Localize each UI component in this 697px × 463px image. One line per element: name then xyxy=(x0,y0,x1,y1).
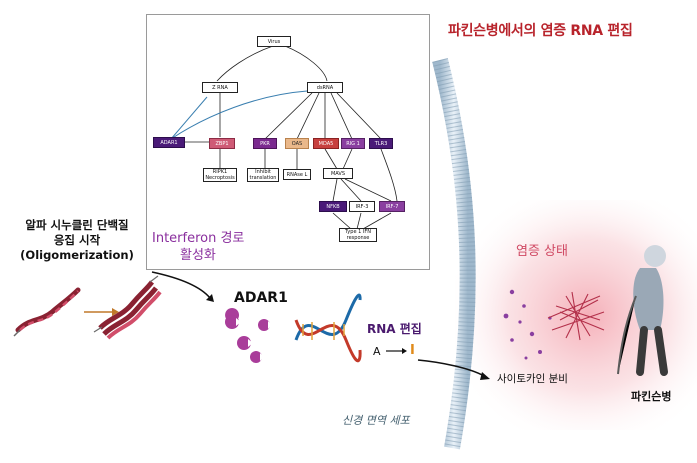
node-inhibit: Inhibit translation xyxy=(247,168,279,182)
node-pkr: PKR xyxy=(253,138,277,149)
adar1-enzyme-notches xyxy=(236,318,272,361)
node-nfkb: NFKB xyxy=(319,201,347,212)
interferon-label-line1: Interferon 경로 xyxy=(152,231,245,246)
node-virus: Virus xyxy=(257,36,291,47)
adar1-enzyme-icon xyxy=(225,308,270,363)
pathway-edges xyxy=(170,45,398,230)
alpha-synuclein-label: 알파 시누클린 단백질 응집 시작 (Oligomerization) xyxy=(2,218,152,263)
alpha-label-line1: 알파 시누클린 단백질 xyxy=(25,218,129,232)
cytokine-dots-icon xyxy=(503,289,552,360)
fibril-aggregate-icon xyxy=(547,291,605,341)
node-z-rna: Z RNA xyxy=(202,82,238,93)
node-oas: OAS xyxy=(285,138,309,149)
node-dsrna: dsRNA xyxy=(307,82,343,93)
node-type1-ifn: Type 1 IFN response xyxy=(339,228,377,242)
alpha-label-line3: (Oligomerization) xyxy=(20,248,134,262)
node-mda5: MDA5 xyxy=(313,138,339,149)
monomer-protein-icon xyxy=(13,287,81,337)
node-mavs: MAVS xyxy=(323,168,353,179)
node-tlr3: TLR3 xyxy=(369,138,393,149)
interferon-label-line2: 활성화 xyxy=(180,248,216,263)
curved-arrow-icon xyxy=(151,271,214,302)
node-irf7: IRF-7 xyxy=(379,201,405,212)
adar1-label: ADAR1 xyxy=(234,290,288,306)
pathway-inset: Virus Z RNA dsRNA ADAR1 ZBP1 PKR OAS MDA… xyxy=(146,14,430,270)
inosine-letter: I xyxy=(410,343,415,358)
rna-double-helix-icon xyxy=(294,293,362,363)
cytokine-secretion-label: 사이토카인 분비 xyxy=(497,373,568,385)
node-irf3: IRF-3 xyxy=(349,201,375,212)
figure-title: 파킨슨병에서의 염증 RNA 편집 xyxy=(448,23,633,39)
alpha-label-line2: 응집 시작 xyxy=(53,233,101,247)
cytokine-arrow-icon xyxy=(417,359,490,380)
inflammation-state-label: 염증 상태 xyxy=(516,244,568,259)
node-rig1: RIG 1 xyxy=(341,138,365,149)
interferon-label: Interferon 경로 활성화 xyxy=(152,230,244,264)
a-to-i-arrow-icon xyxy=(386,348,407,354)
elderly-person-icon xyxy=(617,245,668,376)
rna-editing-label: RNA 편집 xyxy=(367,322,422,336)
neural-immune-cell-label: 신경 면역 세포 xyxy=(342,414,410,427)
orange-arrow-icon xyxy=(84,308,119,316)
node-zbp1: ZBP1 xyxy=(209,138,235,149)
node-ripk1: RIPK1 Necroptosis xyxy=(203,168,237,182)
adenosine-letter: A xyxy=(373,345,381,358)
parkinsons-label: 파킨슨병 xyxy=(631,390,672,403)
node-rnase: RNAse L xyxy=(283,169,311,180)
oligomer-protein-icon xyxy=(93,275,162,340)
node-adar1: ADAR1 xyxy=(153,137,185,148)
